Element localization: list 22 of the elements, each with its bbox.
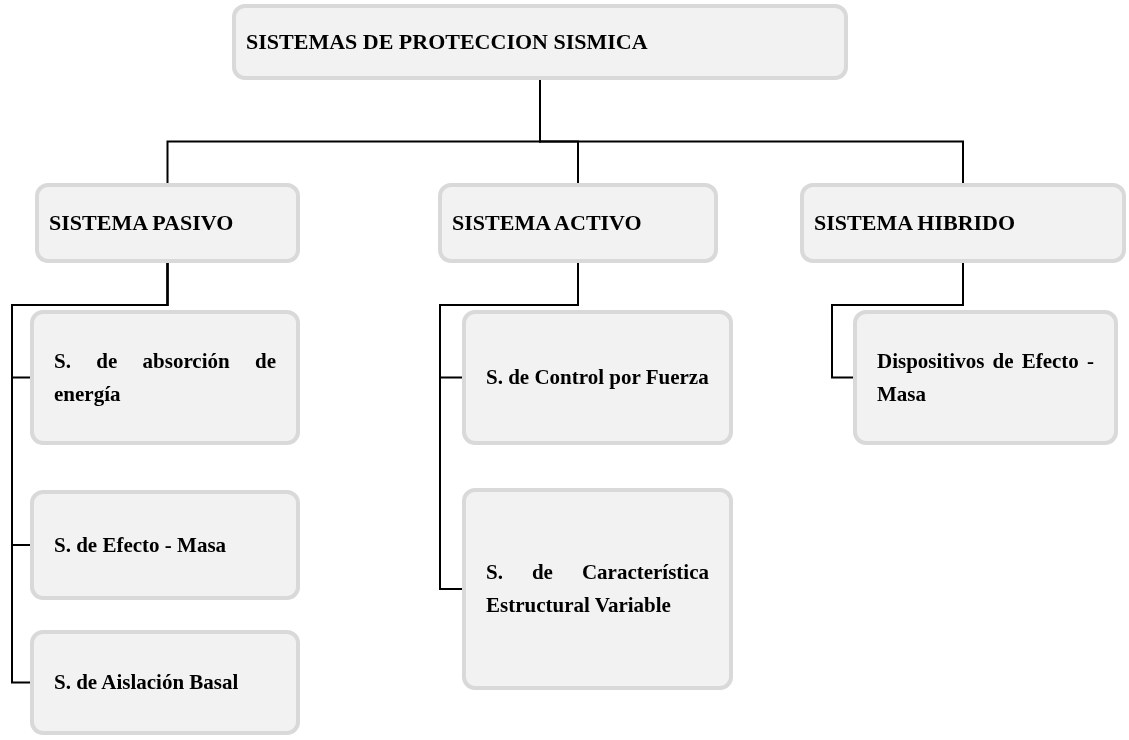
box-label: S. de Aislación Basal bbox=[54, 669, 240, 697]
category-box bbox=[35, 183, 300, 263]
category-box bbox=[30, 490, 300, 600]
box-label: SISTEMAS DE PROTECCION SISMICA bbox=[246, 27, 649, 56]
category-box bbox=[800, 183, 1126, 263]
box-label: S. de Característica Estructural Variable bbox=[486, 559, 709, 619]
category-box bbox=[853, 310, 1118, 445]
connector-line bbox=[831, 262, 964, 379]
category-box bbox=[462, 310, 733, 445]
box-label: S. de absorción de energía bbox=[54, 347, 276, 408]
category-box bbox=[232, 4, 848, 80]
box-label: SISTEMA PASIVO bbox=[49, 208, 235, 237]
category-box bbox=[462, 488, 733, 690]
category-box bbox=[438, 183, 718, 263]
box-label: SISTEMA ACTIVO bbox=[452, 208, 643, 237]
category-box bbox=[30, 630, 300, 735]
box-label: Dispositivos de Efecto - Masa bbox=[877, 347, 1094, 408]
box-label: SISTEMA HIBRIDO bbox=[814, 208, 1017, 237]
box-label: S. de Efecto - Masa bbox=[54, 531, 228, 559]
connector-line bbox=[11, 262, 169, 684]
category-box bbox=[30, 310, 300, 445]
box-label: S. de Control por Fuerza bbox=[486, 364, 709, 392]
